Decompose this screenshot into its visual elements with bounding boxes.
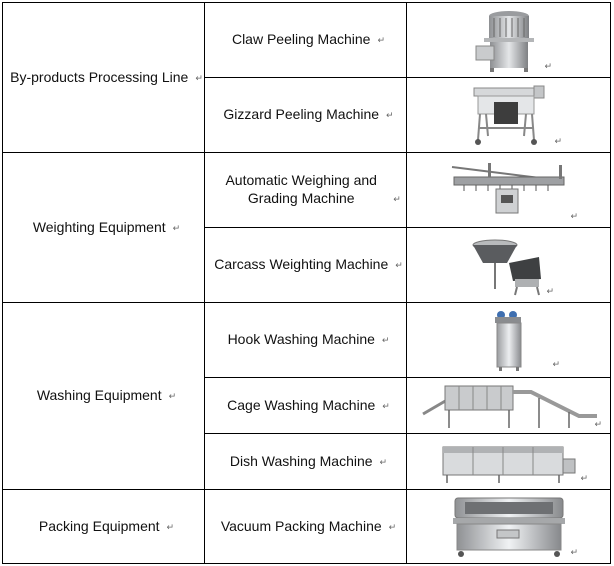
table-row: By-products Processing Line ↵ Claw Peelin…	[2, 2, 611, 153]
hook-washing-machine-image	[494, 311, 521, 371]
paragraph-mark-icon: ↵	[379, 456, 388, 467]
item-label: Automatic Weighing and Grading Machine	[225, 172, 377, 206]
category-label: By-products Processing Line	[10, 68, 189, 85]
paragraph-mark-icon: ↵	[166, 521, 175, 532]
category-label: Washing Equipment	[36, 387, 162, 403]
image-cell: ↵	[406, 489, 611, 564]
paragraph-mark-icon: ↵	[554, 136, 562, 146]
paragraph-mark-icon: ↵	[594, 419, 602, 429]
item-label: Hook Washing Machine	[227, 331, 375, 347]
item-cell: Hook Washing Machine ↵	[204, 302, 407, 378]
item-label: Vacuum Packing Machine	[220, 517, 382, 534]
table-row: Weighting Equipment ↵ Automatic Weighing …	[2, 152, 611, 303]
dish-washing-machine-image	[442, 446, 575, 483]
paragraph-mark-icon: ↵	[544, 61, 552, 71]
table-row: Cage Washing Machine ↵ ↵	[3, 377, 611, 434]
paragraph-mark-icon: ↵	[580, 473, 588, 483]
category-cell: Washing Equipment ↵	[2, 302, 205, 490]
carcass-weighing-machine-image	[472, 239, 541, 296]
image-cell: ↵	[406, 77, 611, 153]
paragraph-mark-icon: ↵	[377, 35, 386, 45]
claw-peeling-machine-image	[475, 11, 534, 72]
paragraph-mark-icon: ↵	[168, 391, 177, 401]
image-cell: ↵	[406, 377, 611, 434]
paragraph-mark-icon: ↵	[172, 222, 181, 233]
image-cell: ↵	[406, 433, 611, 490]
item-label: Claw Peeling Machine	[231, 31, 371, 47]
paragraph-mark-icon: ↵	[386, 110, 394, 120]
category-cell: Weighting Equipment ↵	[2, 152, 205, 303]
paragraph-mark-icon: ↵	[570, 211, 578, 221]
cage-washing-machine-image	[421, 385, 597, 428]
table-row: Gizzard Peeling Machine ↵ ↵	[3, 77, 611, 153]
category-label: Packing Equipment	[38, 517, 160, 534]
category-cell: By-products Processing Line ↵	[2, 2, 205, 153]
category-label: Weighting Equipment	[32, 218, 166, 235]
table-row: Washing Equipment ↵ Hook Washing Machine ↵…	[2, 302, 611, 490]
paragraph-mark-icon: ↵	[381, 335, 390, 345]
item-cell: Vacuum Packing Machine ↵	[204, 489, 407, 564]
paragraph-mark-icon: ↵	[570, 547, 578, 557]
paragraph-mark-icon: ↵	[395, 260, 403, 270]
paragraph-mark-icon: ↵	[388, 521, 397, 532]
table-row: Packing Equipment ↵ Vacuum Packing Machin…	[2, 489, 611, 564]
item-label: Gizzard Peeling Machine	[223, 106, 380, 122]
item-label: Cage Washing Machine	[227, 396, 376, 413]
item-cell: Cage Washing Machine ↵	[204, 377, 407, 434]
weighing-grading-machine-image	[451, 163, 564, 214]
item-cell: Automatic Weighing and Grading Machine ↵	[204, 152, 407, 228]
vacuum-packing-machine-image	[452, 497, 565, 557]
item-label: Carcass Weighting Machine	[214, 256, 389, 272]
table-row: Carcass Weighting Machine ↵ ↵	[3, 227, 611, 303]
item-cell: Claw Peeling Machine ↵	[204, 2, 407, 78]
item-cell: Dish Washing Machine ↵	[204, 433, 407, 490]
item-cell: Carcass Weighting Machine ↵	[204, 227, 407, 303]
paragraph-mark-icon: ↵	[393, 194, 401, 204]
paragraph-mark-icon: ↵	[382, 400, 390, 411]
table-row: Dish Washing Machine ↵ ↵	[3, 433, 611, 490]
image-cell: ↵	[406, 152, 611, 228]
image-cell: ↵	[406, 302, 611, 378]
image-cell: ↵	[406, 227, 611, 303]
paragraph-mark-icon: ↵	[546, 286, 554, 296]
paragraph-mark-icon: ↵	[552, 359, 560, 369]
paragraph-mark-icon: ↵	[195, 72, 203, 83]
item-label: Dish Washing Machine	[229, 452, 373, 469]
image-cell: ↵	[406, 2, 611, 78]
item-cell: Gizzard Peeling Machine ↵	[204, 77, 407, 153]
gizzard-peeling-machine-image	[473, 85, 544, 145]
category-cell: Packing Equipment ↵	[2, 489, 205, 564]
